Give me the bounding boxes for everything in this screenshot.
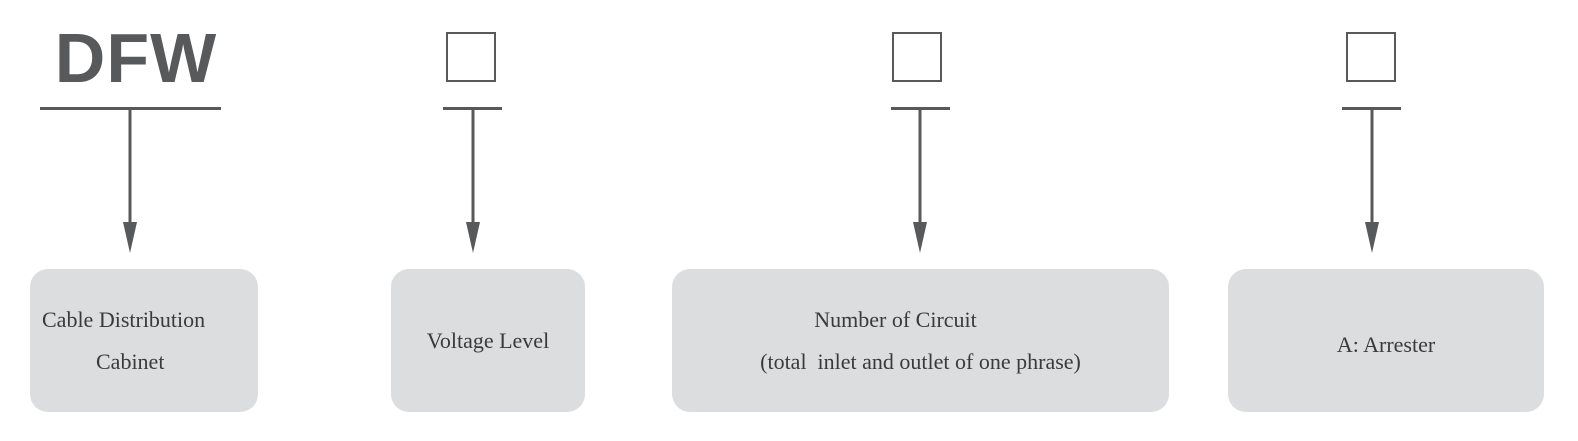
voltage-label-line-1: Voltage Level xyxy=(426,327,550,353)
voltage-underline xyxy=(443,107,502,110)
circuit-label-line-2: (total inlet and outlet of one phrase) xyxy=(760,348,1081,374)
voltage-placeholder-box xyxy=(446,32,496,82)
arrow-voltage xyxy=(466,110,480,253)
arrow-circuit xyxy=(913,110,927,253)
circuit-underline xyxy=(891,107,950,110)
arrester-placeholder-box xyxy=(1346,32,1396,82)
arrow-arrester xyxy=(1365,110,1379,253)
model-code-prefix: DFW xyxy=(54,19,218,97)
type-label-box: Cable Distribution Cabinet xyxy=(30,269,258,412)
code-underline xyxy=(40,107,221,110)
type-label-line-2: Cabinet xyxy=(96,348,165,374)
arrow-type xyxy=(123,110,137,253)
arrester-label-box: A: Arrester xyxy=(1228,269,1544,412)
circuit-placeholder-box xyxy=(892,32,942,82)
type-label-line-1: Cable Distribution xyxy=(42,306,206,332)
circuit-label-box: Number of Circuit (total inlet and outle… xyxy=(672,269,1169,412)
arrester-label-line-1: A: Arrester xyxy=(1336,331,1436,357)
arrester-underline xyxy=(1342,107,1401,110)
circuit-label-line-1: Number of Circuit xyxy=(814,306,977,332)
voltage-label-box: Voltage Level xyxy=(391,269,585,412)
